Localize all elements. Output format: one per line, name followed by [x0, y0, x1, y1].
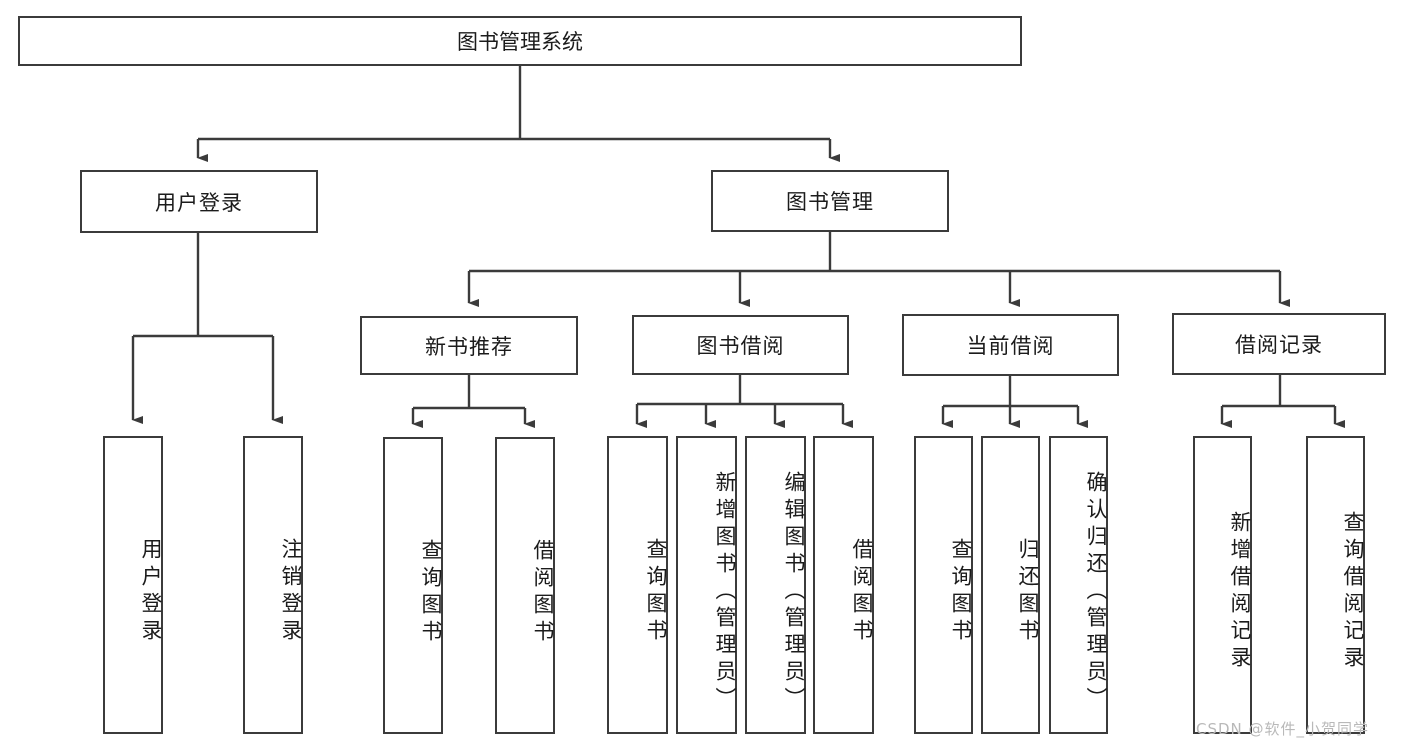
leaf-label: 借阅图书 [850, 538, 874, 646]
leaf-label: 新增图书（管理员） [713, 470, 737, 714]
leaf-label: 查询图书 [419, 538, 443, 647]
node-root[interactable]: 图书管理系统 [18, 16, 1022, 66]
leaf-label: 归还图书 [1016, 538, 1040, 646]
node-current-borrow[interactable]: 当前借阅 [902, 314, 1119, 376]
node-book-borrow[interactable]: 图书借阅 [632, 315, 849, 375]
leaf-label: 编辑图书（管理员） [782, 470, 806, 714]
leaf-label: 查询图书 [949, 538, 973, 646]
leaf-query-book-current[interactable]: 查询图书 [914, 436, 973, 734]
node-borrow-record[interactable]: 借阅记录 [1172, 313, 1386, 375]
node-book-management-label: 图书管理 [786, 190, 874, 214]
leaf-label: 查询借阅记录 [1341, 511, 1365, 673]
leaf-label: 新增借阅记录 [1228, 511, 1252, 673]
leaf-user-login[interactable]: 用户登录 [103, 436, 163, 734]
leaf-add-borrow-record[interactable]: 新增借阅记录 [1193, 436, 1252, 734]
leaf-borrow-book[interactable]: 借阅图书 [813, 436, 874, 734]
watermark: CSDN @软件_小贺同学 [1196, 720, 1370, 738]
node-current-borrow-label: 当前借阅 [966, 334, 1055, 358]
leaf-query-book-recommend[interactable]: 查询图书 [383, 437, 443, 734]
node-new-book-recommend[interactable]: 新书推荐 [360, 316, 578, 375]
leaf-edit-book-admin[interactable]: 编辑图书（管理员） [745, 436, 806, 734]
node-root-label: 图书管理系统 [457, 30, 583, 54]
leaf-borrow-book-recommend[interactable]: 借阅图书 [495, 437, 555, 734]
leaf-label: 用户登录 [139, 538, 163, 646]
leaf-logout[interactable]: 注销登录 [243, 436, 303, 734]
leaf-label: 查询图书 [644, 538, 668, 646]
leaf-query-borrow-record[interactable]: 查询借阅记录 [1306, 436, 1365, 734]
leaf-label: 借阅图书 [531, 538, 555, 647]
node-new-book-recommend-label: 新书推荐 [425, 334, 513, 359]
leaf-add-book-admin[interactable]: 新增图书（管理员） [676, 436, 737, 734]
leaf-label: 注销登录 [279, 538, 303, 646]
node-book-borrow-label: 图书借阅 [696, 334, 785, 358]
leaf-query-book[interactable]: 查询图书 [607, 436, 668, 734]
node-book-management[interactable]: 图书管理 [711, 170, 949, 232]
node-borrow-record-label: 借阅记录 [1235, 333, 1323, 357]
leaf-confirm-return-admin[interactable]: 确认归还（管理员） [1049, 436, 1108, 734]
leaf-return-book[interactable]: 归还图书 [981, 436, 1040, 734]
node-user-login-label: 用户登录 [155, 190, 243, 215]
leaf-label: 确认归还（管理员） [1084, 470, 1108, 714]
node-user-login[interactable]: 用户登录 [80, 170, 318, 233]
